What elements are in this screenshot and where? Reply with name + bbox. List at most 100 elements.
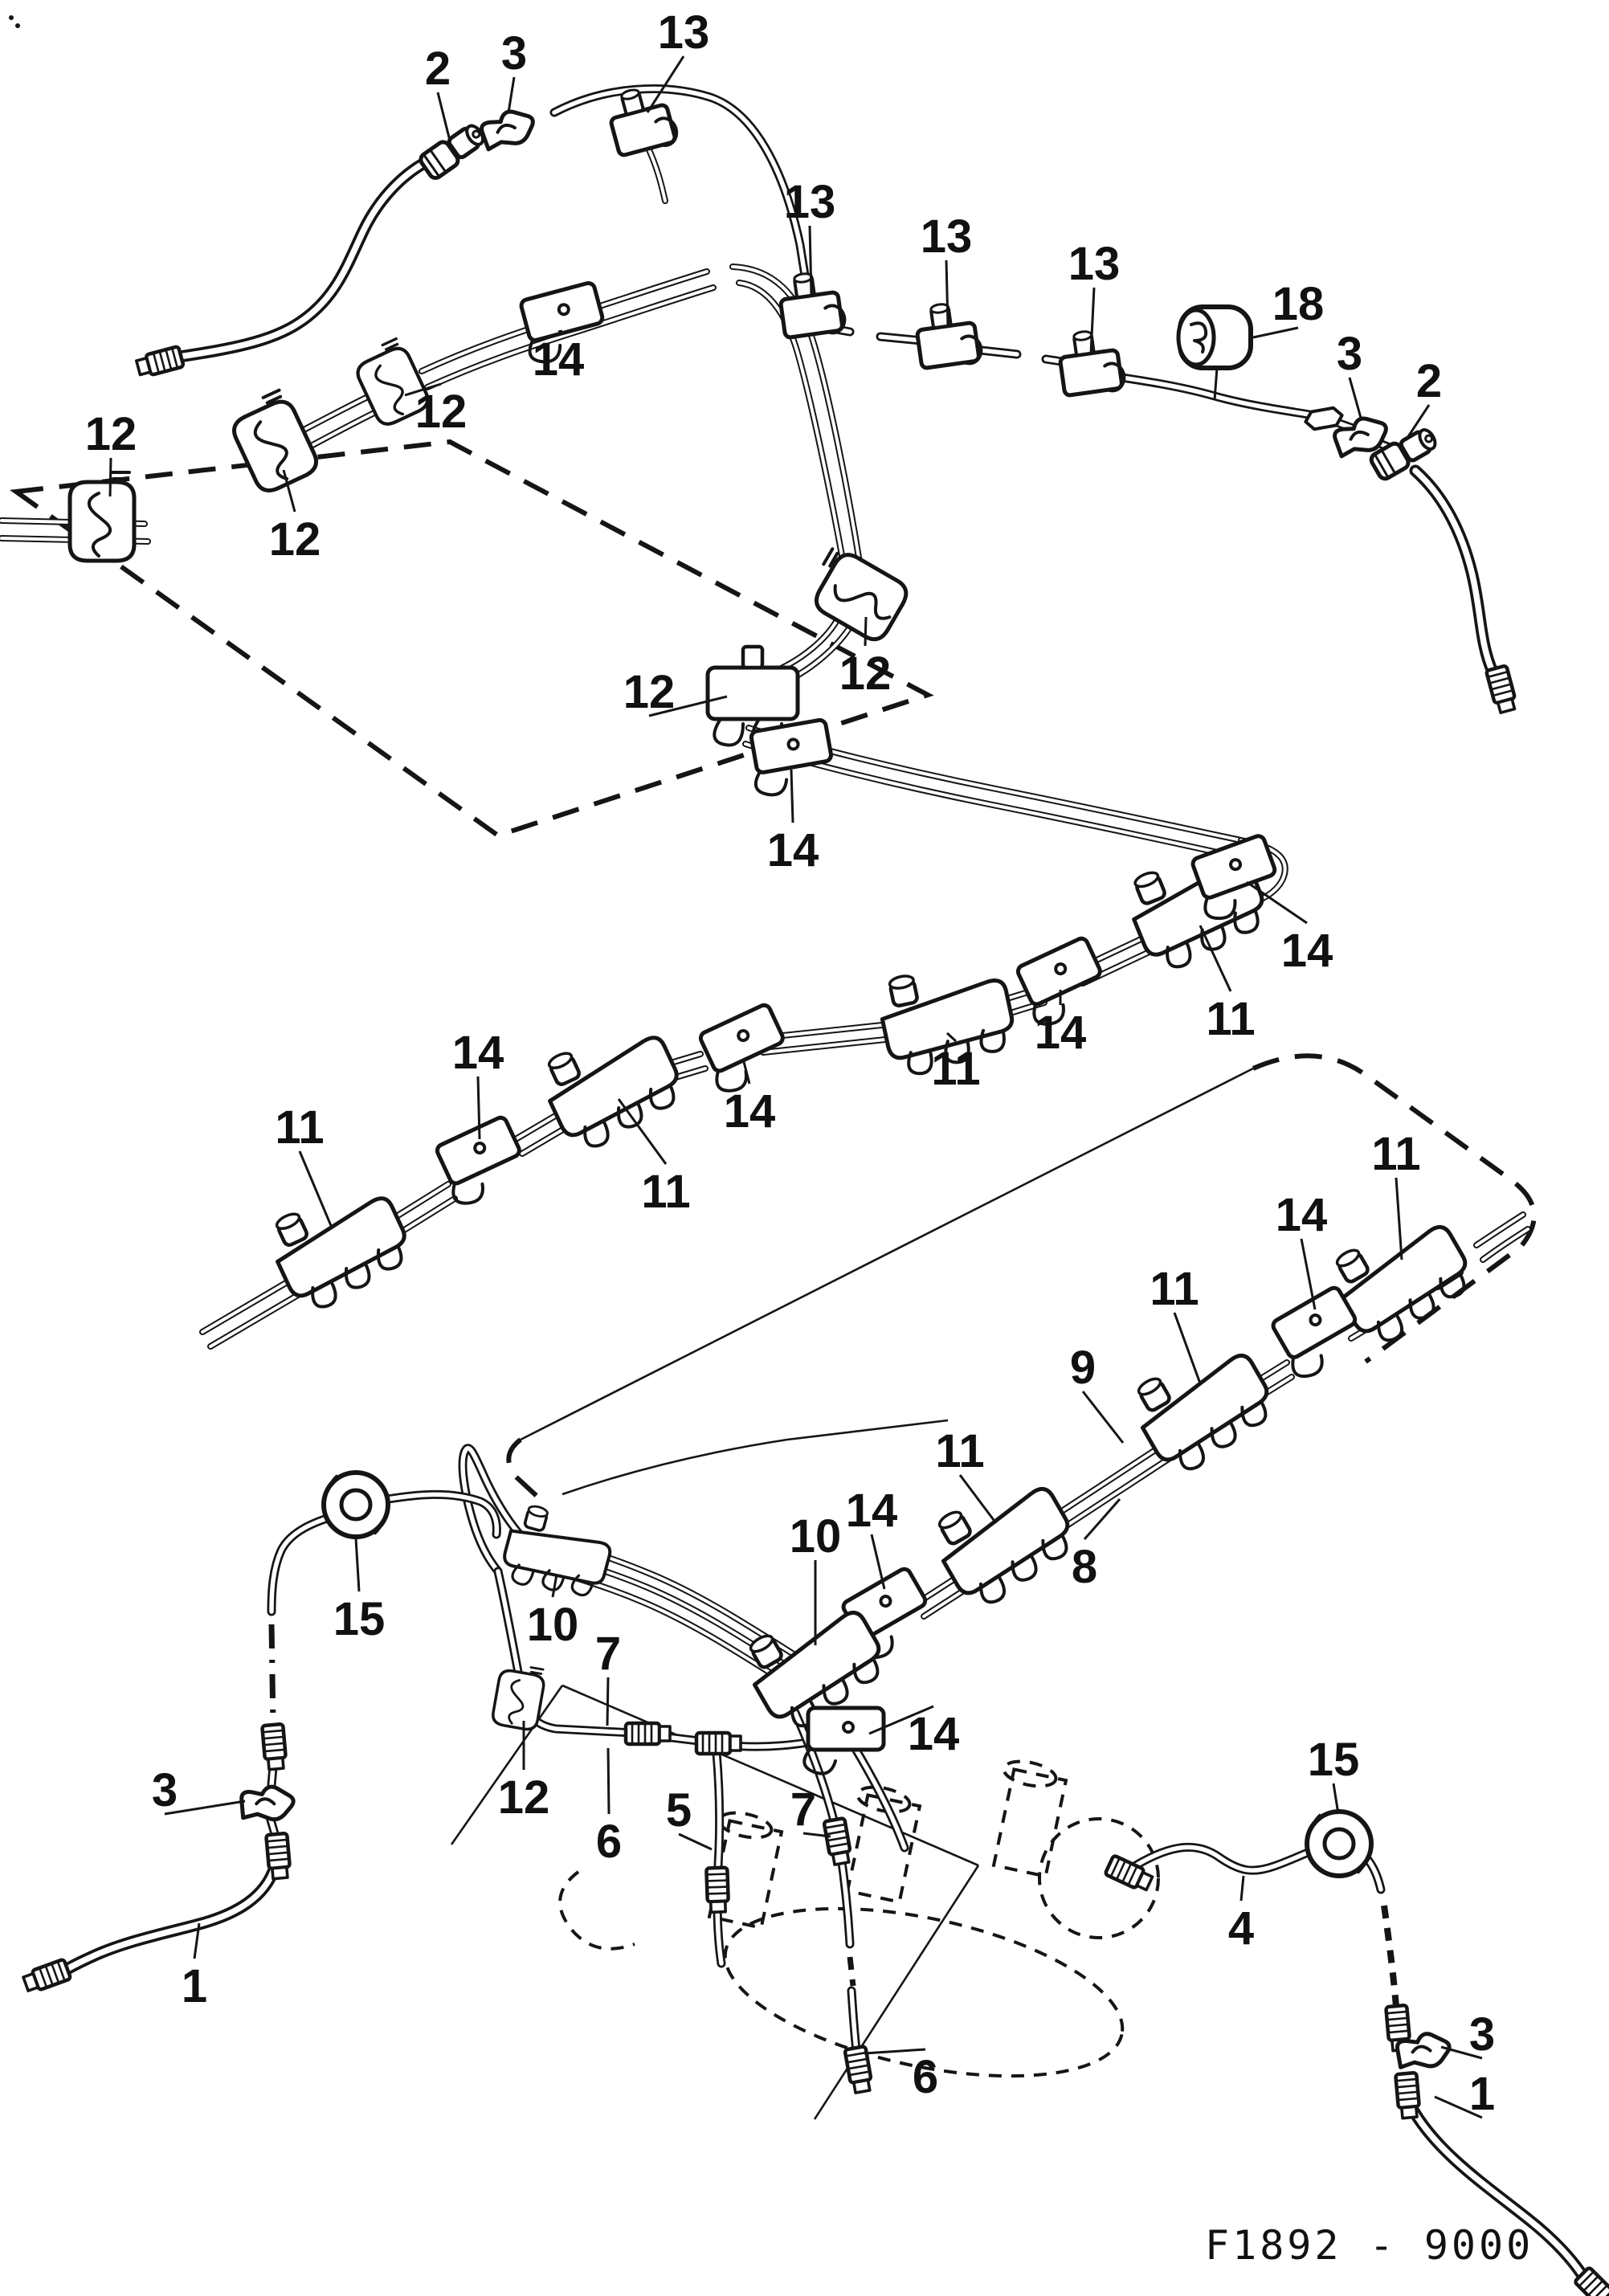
grommet-15 — [1307, 1812, 1371, 1876]
leader-line-13 — [808, 225, 813, 296]
union-fitting — [626, 1723, 670, 1744]
leader-line-14 — [790, 769, 794, 823]
leader-line-14 — [557, 329, 563, 333]
master-cylinder-outline — [558, 1759, 1160, 2078]
callout-4: 4 — [1228, 1902, 1254, 1955]
leader-line-13 — [945, 259, 949, 327]
coupling-2-front — [419, 121, 488, 181]
callout-14: 14 — [1035, 1007, 1087, 1059]
leader-line-3 — [1440, 2045, 1483, 2060]
callout-9: 9 — [1070, 1342, 1096, 1394]
callout-15: 15 — [333, 1593, 386, 1645]
union-fitting — [706, 1868, 729, 1913]
callout-11: 11 — [1371, 1128, 1420, 1180]
callout-1: 1 — [1469, 2068, 1495, 2120]
leader-line-14 — [1246, 880, 1308, 925]
mc-end-cap — [558, 1870, 635, 1951]
hidden-line — [268, 1624, 276, 1726]
callout-3: 3 — [152, 1764, 178, 1816]
grommet-18 — [1178, 307, 1251, 368]
callout-14: 14 — [767, 824, 819, 876]
leader-line-12 — [864, 616, 868, 647]
leader-line-11 — [958, 1474, 998, 1524]
callout-10: 10 — [527, 1599, 579, 1651]
figure-code: F1892 - 9000 — [1205, 2222, 1533, 2269]
leader-line-7 — [606, 1677, 610, 1726]
callout-2: 2 — [425, 43, 451, 95]
leader-line-6 — [606, 1747, 611, 1815]
leader-line-8 — [1083, 1498, 1121, 1540]
leader-line-11 — [1199, 925, 1232, 992]
floor-panel-mid — [1252, 1053, 1537, 1364]
leader-line-14 — [868, 1705, 934, 1735]
callout-12: 12 — [498, 1771, 550, 1824]
callout-8: 8 — [1072, 1541, 1097, 1593]
leader-line-14 — [1300, 1238, 1317, 1310]
floor-panel-mid-edge — [520, 1067, 1254, 1441]
leader-line-11 — [298, 1150, 333, 1228]
callout-3: 3 — [1469, 2008, 1495, 2061]
leader-line-11 — [1395, 1177, 1403, 1260]
floor-panel-mid-corner — [506, 1437, 539, 1498]
floor-panel-front — [9, 439, 934, 839]
callout-13: 13 — [921, 210, 973, 263]
spring-clip-3 — [241, 1785, 295, 1822]
floor-panel-outlines — [9, 15, 1537, 2120]
leader-line-15 — [354, 1538, 361, 1592]
hose-fitting — [1486, 665, 1517, 713]
leader-line-5 — [678, 1832, 713, 1851]
callout-14: 14 — [1281, 925, 1333, 977]
callout-15: 15 — [1308, 1734, 1360, 1786]
pipe-clamp-11 — [925, 1465, 1084, 1614]
callout-5: 5 — [666, 1784, 692, 1836]
leader-line-12 — [648, 695, 728, 717]
callout-13: 13 — [784, 176, 836, 228]
callout-14: 14 — [452, 1027, 504, 1079]
hose-fitting — [22, 1959, 71, 1994]
leader-line-12 — [282, 469, 296, 513]
leader-line-13 — [1089, 287, 1096, 354]
leader-line-15 — [1332, 1783, 1340, 1815]
leader-line-1 — [193, 1922, 201, 1959]
callout-6: 6 — [913, 2051, 938, 2103]
callout-7: 7 — [790, 1783, 816, 1836]
leader-line-3 — [164, 1800, 246, 1816]
leader-line-14 — [476, 1076, 481, 1140]
callout-12: 12 — [415, 386, 468, 438]
grommet-15 — [324, 1473, 388, 1537]
callout-6: 6 — [596, 1816, 622, 1868]
leader-line-9 — [1081, 1391, 1125, 1444]
callout-11: 11 — [931, 1043, 980, 1095]
tube-fitting — [262, 1724, 287, 1770]
floor-panel-mid-bottom — [562, 1419, 949, 1496]
union-fitting — [824, 1818, 852, 1865]
leader-line-6 — [864, 2048, 926, 2055]
double-clamp-12 — [70, 472, 134, 561]
leader-line-10 — [551, 1574, 558, 1598]
callout-12: 12 — [623, 666, 676, 718]
callout-14: 14 — [1276, 1189, 1328, 1241]
tube-fitting — [1395, 2073, 1420, 2118]
clip-12 — [489, 1661, 548, 1733]
callout-12: 12 — [269, 513, 321, 566]
callout-3: 3 — [1337, 328, 1362, 380]
leader-line-14 — [870, 1534, 886, 1590]
callout-11: 11 — [1206, 993, 1255, 1045]
callout-14: 14 — [533, 333, 585, 386]
leader-line-3 — [1348, 377, 1362, 419]
hose-fitting — [136, 346, 184, 378]
double-clamp-12 — [225, 388, 321, 496]
leader-line-3 — [507, 76, 516, 113]
pipe-clamp-10 — [498, 1501, 617, 1604]
callout-14: 14 — [846, 1485, 898, 1537]
callout-12: 12 — [85, 408, 137, 460]
callout-13: 13 — [658, 6, 710, 59]
callout-11: 11 — [641, 1166, 690, 1218]
callout-11: 11 — [935, 1425, 984, 1477]
bracket-14 — [431, 1116, 531, 1209]
callout-10: 10 — [790, 1510, 842, 1563]
callout-18: 18 — [1272, 278, 1325, 330]
callout-13: 13 — [1068, 238, 1121, 290]
